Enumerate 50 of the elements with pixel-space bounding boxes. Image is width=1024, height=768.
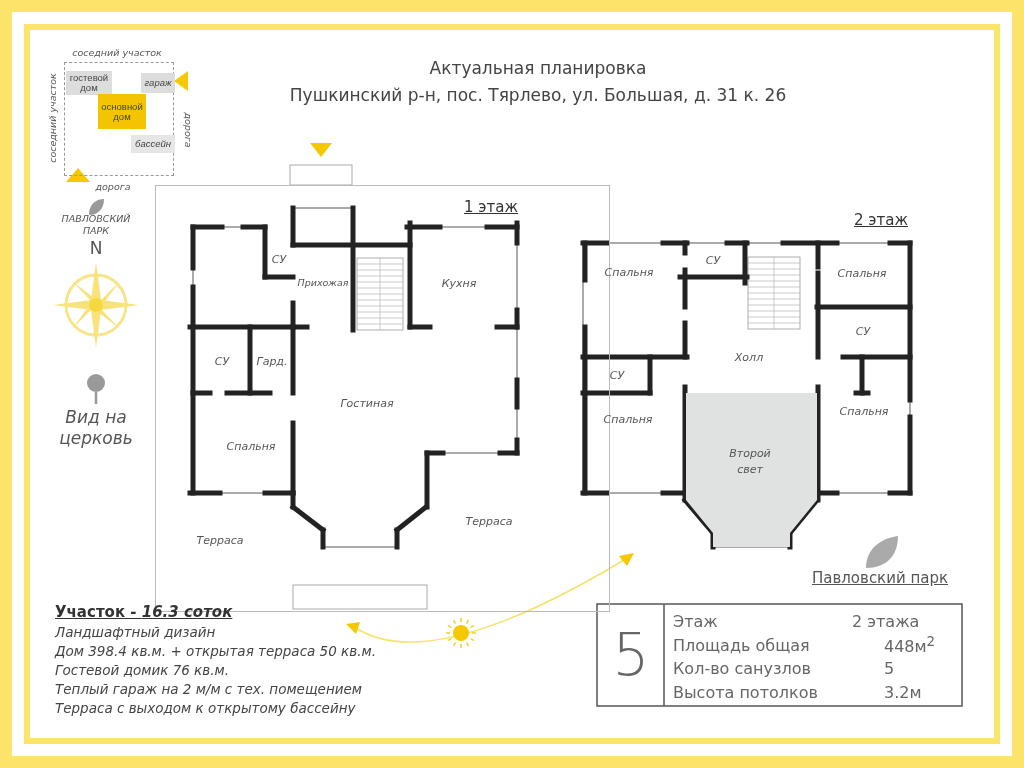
note-text: Терраса с выходом к открытому бассейну — [55, 700, 356, 716]
main-house-block: основной дом — [98, 94, 146, 129]
pool-block: бассейн — [131, 135, 175, 153]
park-label: ПАВЛОВСКИЙ ПАРК — [60, 213, 132, 237]
view-label: Вид на церковь — [58, 407, 134, 449]
room-name: СУ — [609, 368, 625, 382]
room-name: Прихожая — [297, 276, 349, 288]
room-name: Терраса — [196, 533, 244, 547]
room-name: СУ — [705, 253, 721, 267]
note-text: Теплый гараж на 2 м/м с тех. помещением — [55, 681, 362, 697]
note-text: Ландшафтный дизайн — [55, 624, 216, 640]
spec-label: Кол-во санузлов — [673, 658, 811, 678]
spec-label: Высота потолков — [673, 682, 818, 701]
room-name: Второй свет — [728, 446, 772, 478]
room-name: СУ — [214, 354, 230, 368]
room-name: СУ — [271, 252, 287, 266]
room-name: Спальня — [604, 265, 654, 279]
note-text: Гостевой домик 76 кв.м. — [55, 662, 229, 678]
lot-number: 5 — [612, 621, 650, 689]
spec-value: 2 этажа — [852, 611, 920, 631]
title-text: Актуальная планировка — [428, 58, 648, 78]
room-name: СУ — [855, 324, 871, 338]
boundary-label: соседний участок — [72, 46, 162, 58]
room-name: Холл — [734, 350, 764, 364]
floor-heading: 2 этаж — [854, 211, 908, 229]
room-name: Кухня — [441, 276, 477, 290]
road-label: дорога — [95, 180, 131, 192]
spec-value: 5 — [884, 658, 895, 678]
boundary-label: соседний участок — [46, 73, 58, 163]
floor-heading: 1 этаж — [464, 198, 518, 216]
address-text: Пушкинский р-н, пос. Тярлево, ул. Большая, д. 31 к. 26 — [289, 85, 787, 105]
spec-label: Площадь общая — [673, 635, 810, 654]
site-boundary — [64, 62, 174, 176]
garage-block: гараж — [141, 73, 175, 93]
room-name: Гард. — [256, 354, 288, 368]
north-label: N — [89, 238, 103, 258]
room-name: Спальня — [839, 404, 889, 418]
spec-value: 448м$^{2}$ — [884, 633, 936, 656]
room-name: Гостиная — [340, 396, 394, 410]
spec-value: 3.2м — [884, 682, 922, 701]
spec-label: Этаж — [673, 611, 718, 631]
room-name: Спальня — [837, 266, 887, 280]
room-name: Спальня — [603, 412, 653, 426]
room-name: Спальня — [226, 439, 276, 453]
note-text: Дом 398.4 кв.м. + открытая терраса 50 кв.м. — [55, 643, 376, 659]
park-label: Павловский парк — [811, 569, 949, 587]
room-name: Терраса — [465, 514, 513, 528]
road-label: дорога — [182, 112, 194, 148]
plot-area-heading: Участок - 16.3 соток — [55, 603, 233, 621]
guest-house-block: гостевой дом — [66, 71, 112, 95]
